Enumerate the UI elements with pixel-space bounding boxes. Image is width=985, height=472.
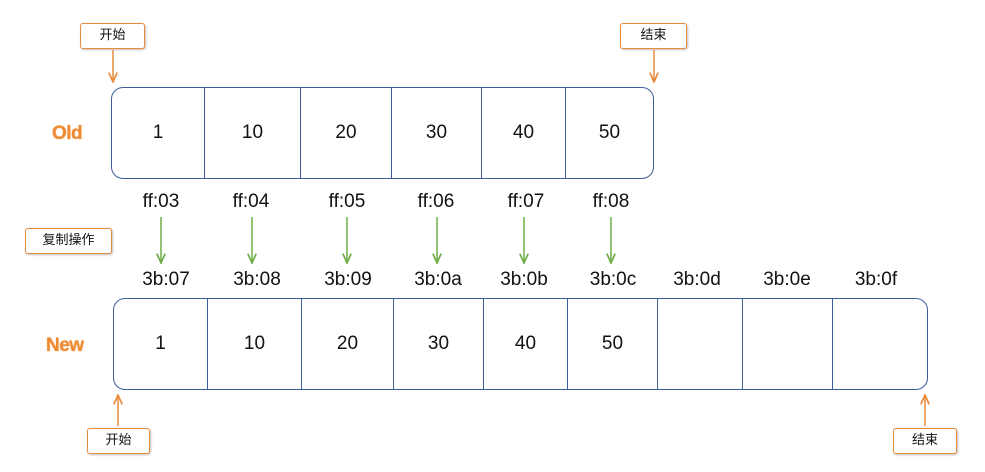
new-cell <box>657 299 742 389</box>
new-cell: 40 <box>483 299 567 389</box>
old-address: ff:04 <box>232 191 270 212</box>
old-address: ff:07 <box>507 191 545 212</box>
old-cell: 20 <box>300 88 391 178</box>
new-address: 3b:0a <box>414 269 462 290</box>
old-address: ff:08 <box>592 191 630 212</box>
old-address: ff:06 <box>417 191 455 212</box>
new-address: 3b:09 <box>324 269 372 290</box>
new-start-tag: 开始 <box>87 428 150 454</box>
new-address: 3b:0f <box>854 269 898 290</box>
new-end-tag: 结束 <box>893 428 957 454</box>
old-start-tag: 开始 <box>80 23 145 49</box>
new-cell: 10 <box>207 299 301 389</box>
new-address: 3b:07 <box>142 269 190 290</box>
new-cell: 50 <box>567 299 657 389</box>
new-cell <box>832 299 927 389</box>
new-address: 3b:08 <box>233 269 281 290</box>
old-cell: 1 <box>152 122 164 143</box>
new-array: 1 10 20 30 40 50 <box>113 298 928 390</box>
old-cell: 10 <box>204 88 300 178</box>
old-end-tag: 结束 <box>620 23 687 49</box>
new-cell: 30 <box>393 299 483 389</box>
new-cell: 1 <box>155 333 166 354</box>
old-address: ff:03 <box>142 191 180 212</box>
new-row-label: New <box>46 335 84 356</box>
old-array: 1 10 20 30 40 50 <box>111 87 654 179</box>
new-cell <box>742 299 832 389</box>
new-cell: 20 <box>301 299 393 389</box>
new-address: 3b:0b <box>500 269 548 290</box>
old-cell: 30 <box>391 88 481 178</box>
new-address: 3b:0c <box>589 269 637 290</box>
old-row-label: Old <box>52 123 83 144</box>
new-address: 3b:0e <box>763 269 811 290</box>
old-cell: 40 <box>481 88 565 178</box>
old-cell: 50 <box>565 88 653 178</box>
old-address: ff:05 <box>328 191 366 212</box>
new-address: 3b:0d <box>673 269 721 290</box>
copy-operation-tag: 复制操作 <box>25 228 112 254</box>
